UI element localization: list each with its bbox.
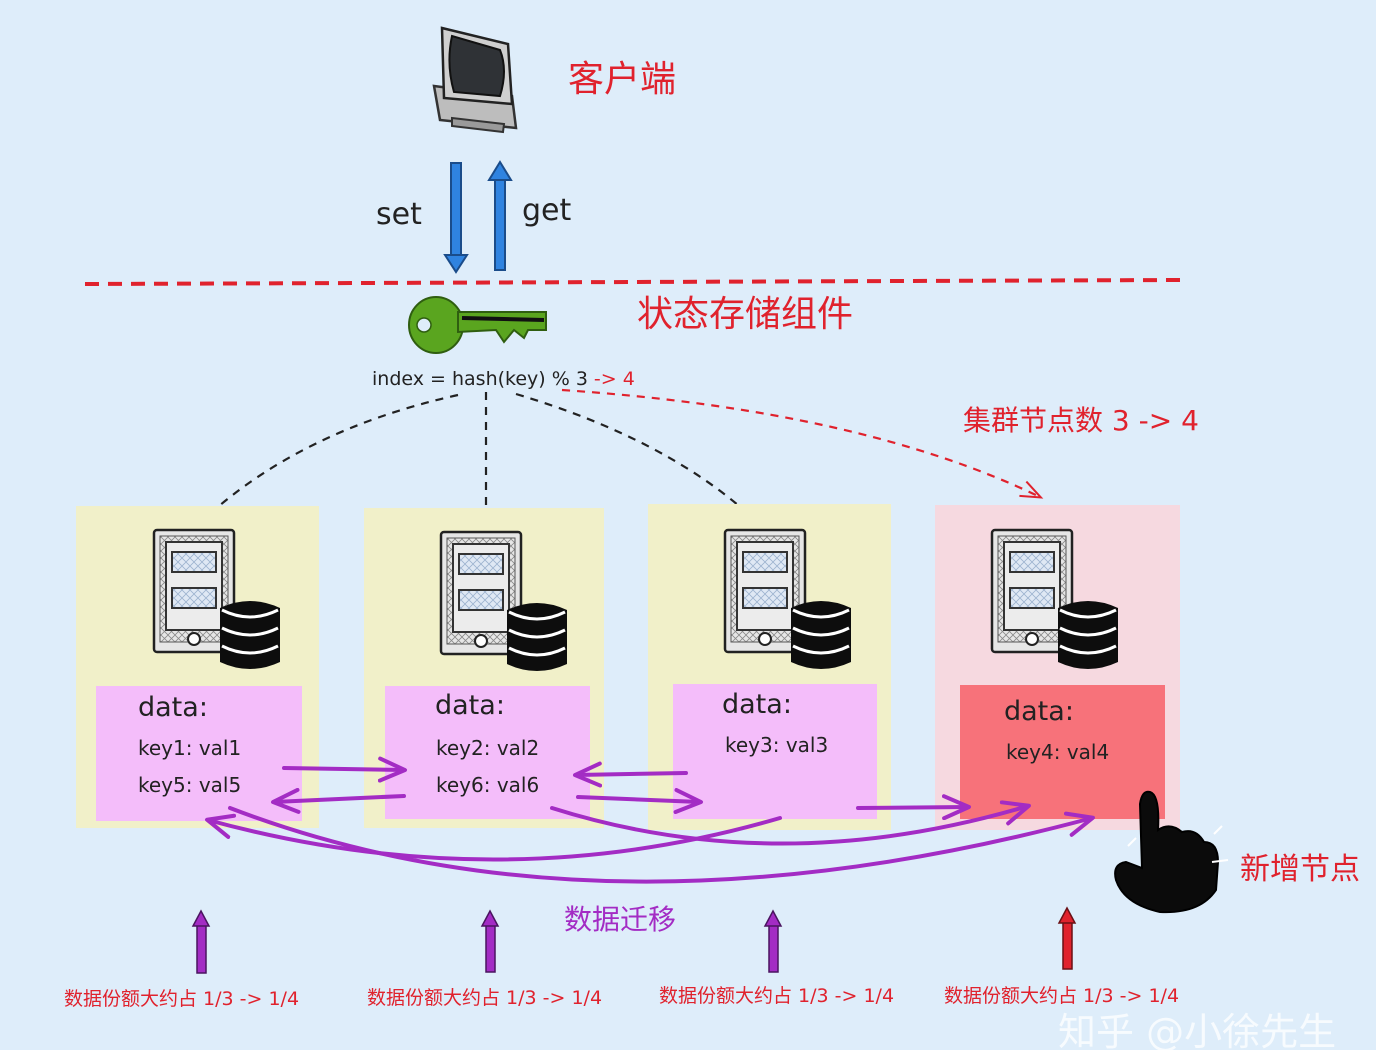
formula-text: index = hash(key) % 3 -> 4	[372, 368, 635, 390]
node-4-new: data: key4: val4	[935, 505, 1180, 830]
migration-arrow	[228, 806, 1095, 884]
data-line: key6: val6	[436, 773, 539, 797]
get-label: get	[522, 193, 572, 228]
quota-arrow-new	[1057, 906, 1077, 970]
client-label: 客户端	[568, 59, 676, 100]
set-label: set	[376, 197, 422, 232]
quota-label: 数据份额大约占 1/3 -> 1/4	[944, 985, 1179, 1007]
formula-main: index = hash(key) % 3	[372, 368, 588, 390]
database-icon	[1056, 599, 1120, 671]
database-icon	[505, 601, 569, 673]
cluster-count-label: 集群节点数 3 -> 4	[963, 404, 1199, 437]
storage-label: 状态存储组件	[637, 294, 853, 335]
hand-pointer-icon	[1114, 790, 1229, 914]
migration-arrow	[573, 761, 688, 788]
data-title: data:	[138, 692, 208, 723]
data-title: data:	[1004, 696, 1074, 727]
database-icon	[218, 599, 282, 671]
quota-label: 数据份额大约占 1/3 -> 1/4	[659, 985, 894, 1007]
migration-arrow	[576, 788, 703, 815]
quota-label: 数据份额大约占 1/3 -> 1/4	[64, 988, 299, 1010]
set-arrow	[443, 162, 469, 274]
migration-arrow	[550, 800, 1031, 846]
formula-change: -> 4	[594, 368, 635, 390]
route-arrow-1	[202, 393, 459, 521]
migration-label: 数据迁移	[564, 903, 676, 936]
route-arrow-4	[561, 388, 1044, 499]
migration-arrows	[205, 756, 1095, 884]
database-icon	[789, 599, 853, 671]
computer-icon	[432, 26, 518, 134]
data-line: key4: val4	[1006, 740, 1109, 764]
data-line: key1: val1	[138, 736, 241, 760]
migration-arrow	[282, 756, 407, 783]
dashed-separator	[84, 278, 1181, 286]
data-line: key5: val5	[138, 773, 241, 797]
quota-arrow	[763, 909, 783, 973]
data-title: data:	[722, 689, 792, 720]
node-2: data: key2: val2 key6: val6	[364, 508, 604, 828]
quota-arrow	[191, 909, 211, 974]
new-node-label: 新增节点	[1240, 852, 1360, 887]
quota-arrow	[480, 909, 500, 973]
get-arrow	[487, 160, 513, 271]
route-arrow-3	[515, 392, 756, 521]
data-title: data:	[435, 690, 505, 721]
data-line: key3: val3	[725, 733, 828, 757]
quota-label: 数据份额大约占 1/3 -> 1/4	[367, 987, 602, 1009]
migration-arrow	[205, 813, 782, 862]
migration-arrow	[856, 794, 971, 821]
data-line: key2: val2	[436, 736, 539, 760]
node-3: data: key3: val3	[648, 504, 891, 830]
migration-arrow	[271, 787, 406, 814]
key-icon	[408, 296, 547, 354]
watermark: 知乎 @小徐先生	[1058, 1010, 1336, 1050]
node-1: data: key1: val1 key5: val5	[76, 506, 319, 828]
